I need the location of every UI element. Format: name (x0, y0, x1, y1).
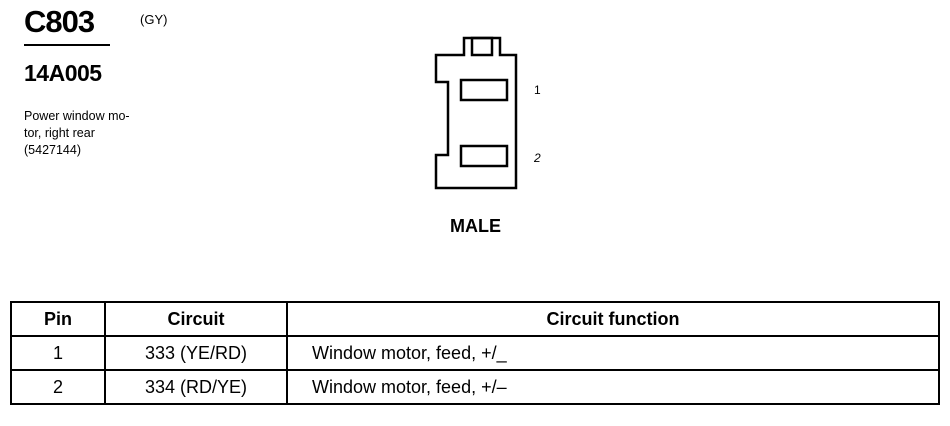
view-label: MALE (450, 216, 501, 236)
header-circuit: Circuit (104, 301, 288, 337)
pin-label-1: 1 (534, 83, 541, 97)
pin-table: Pin Circuit Circuit function 1 333 (YE/R… (10, 301, 940, 405)
pin-cavity-1 (459, 78, 509, 102)
connector-id: C803 (24, 4, 95, 39)
color-code: (GY) (140, 12, 168, 27)
cell-circuit-function: Window motor, feed, +/_ (286, 335, 940, 371)
connector-latch (470, 36, 494, 57)
description-line: tor, right rear (24, 126, 95, 140)
title-underline (24, 44, 110, 46)
cell-pin: 1 (10, 335, 106, 371)
connector-description: Power window mo- tor, right rear (542714… (24, 108, 184, 159)
pin-label-2: 2 (533, 151, 541, 165)
connector-housing-outline (434, 36, 518, 190)
cell-circuit-function: Window motor, feed, +/– (286, 369, 940, 405)
pin-cavity-2 (459, 144, 509, 168)
cell-circuit: 334 (RD/YE) (104, 369, 288, 405)
connector-body (434, 36, 518, 190)
cell-circuit: 333 (YE/RD) (104, 335, 288, 371)
part-number: 14A005 (24, 60, 102, 86)
cell-pin: 2 (10, 369, 106, 405)
connector-face-drawing: 1 2 (434, 36, 541, 190)
table-row: 2 334 (RD/YE) Window motor, feed, +/– (10, 369, 940, 405)
header-circuit-function: Circuit function (286, 301, 940, 337)
header-pin: Pin (10, 301, 106, 337)
table-header-row: Pin Circuit Circuit function (10, 301, 940, 337)
description-line: (5427144) (24, 143, 81, 157)
description-line: Power window mo- (24, 109, 130, 123)
table-row: 1 333 (YE/RD) Window motor, feed, +/_ (10, 335, 940, 371)
